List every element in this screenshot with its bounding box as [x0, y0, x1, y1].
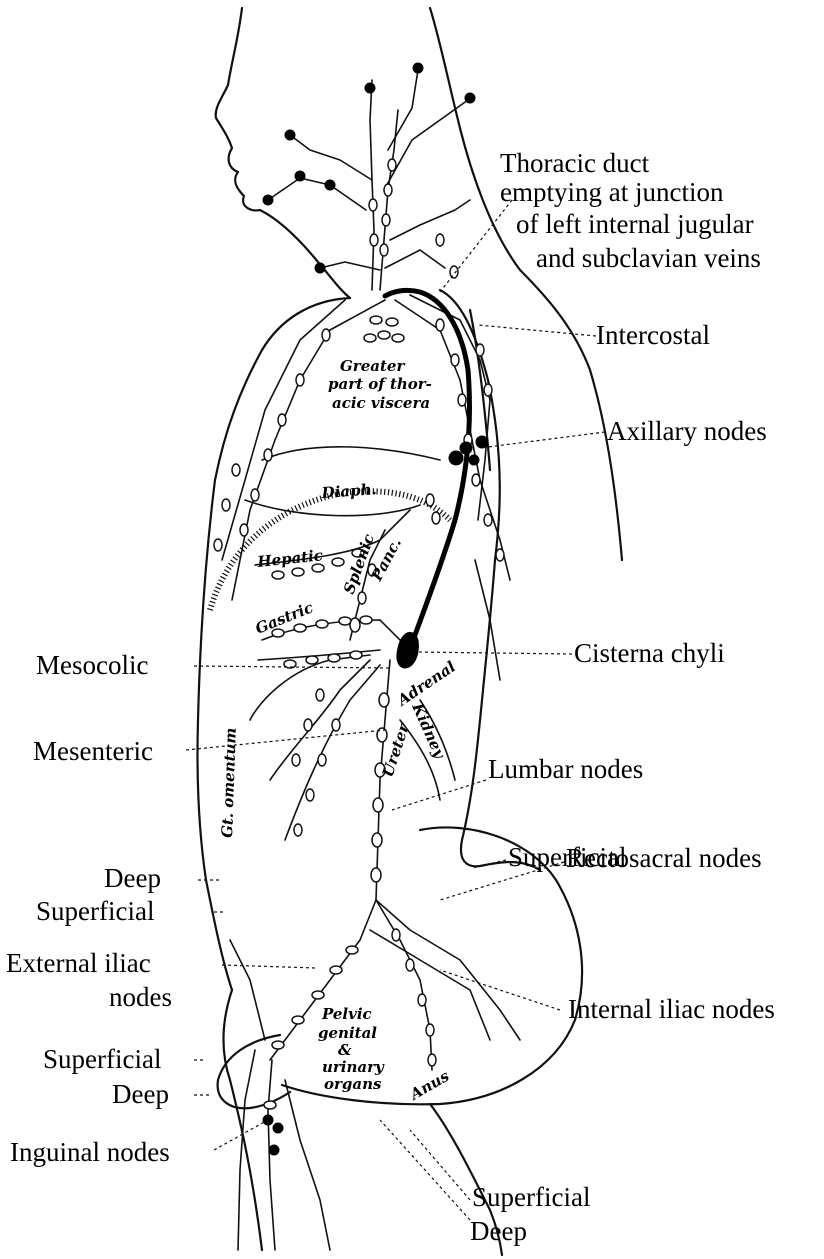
face-profile — [216, 8, 350, 298]
organ-pelvic: Pelvic — [321, 1005, 372, 1023]
label-external-iliac-2: nodes — [109, 982, 172, 1012]
organ-greater: Greater — [340, 357, 405, 375]
label-lumbar-nodes: Lumbar nodes — [488, 754, 643, 784]
organ-pelvic-2: genital — [318, 1024, 377, 1042]
organ-diaph: Diaph. — [320, 480, 377, 502]
external-labels: Thoracic duct emptying at junction of le… — [6, 148, 775, 1246]
label-deep-inguinal: Deep — [112, 1079, 169, 1109]
organ-kidney: Kidney — [408, 699, 449, 762]
organ-pelvic-5: organs — [324, 1075, 382, 1093]
label-deep-bottom: Deep — [470, 1216, 527, 1246]
organ-greater-2: part of thor- — [328, 375, 432, 393]
label-intercostal: Intercostal — [596, 320, 710, 350]
organ-anus: Anus — [405, 1067, 452, 1105]
label-superficial-bottom: Superficial — [472, 1182, 590, 1212]
label-thoracic-duct-2: emptying at junction — [500, 177, 724, 207]
label-superficial-left: Superficial — [36, 896, 154, 926]
organ-pelvic-3: & — [338, 1041, 352, 1059]
leader-lines — [186, 200, 605, 1220]
label-rectosacral-nodes: Rectosacral nodes — [566, 843, 762, 873]
thoracic-duct — [385, 290, 469, 660]
thigh-front — [223, 990, 262, 1250]
back-of-neck — [430, 8, 622, 560]
label-external-iliac-1: External iliac — [6, 948, 151, 978]
front-torso — [197, 298, 350, 990]
label-cisterna-chyli: Cisterna chyli — [574, 638, 725, 668]
label-deep-left: Deep — [104, 863, 161, 893]
label-superficial-inguinal: Superficial — [43, 1044, 161, 1074]
label-thoracic-duct-4: and subclavian veins — [536, 243, 761, 273]
organ-pelvic-4: urinary — [322, 1058, 385, 1076]
label-thoracic-duct-1: Thoracic duct — [500, 148, 650, 178]
label-inguinal-nodes: Inguinal nodes — [10, 1137, 170, 1167]
label-axillary-nodes: Axillary nodes — [607, 416, 767, 446]
organ-greater-3: acic viscera — [332, 394, 430, 412]
organ-gt-omentum: Gt. omentum — [218, 727, 240, 838]
cisterna-chyli — [397, 632, 418, 668]
label-internal-iliac-nodes: Internal iliac nodes — [568, 994, 775, 1024]
label-thoracic-duct-3: of left internal jugular — [516, 209, 754, 239]
diaphragm-line — [210, 491, 450, 610]
label-mesocolic: Mesocolic — [36, 650, 148, 680]
label-mesenteric: Mesenteric — [33, 736, 153, 766]
